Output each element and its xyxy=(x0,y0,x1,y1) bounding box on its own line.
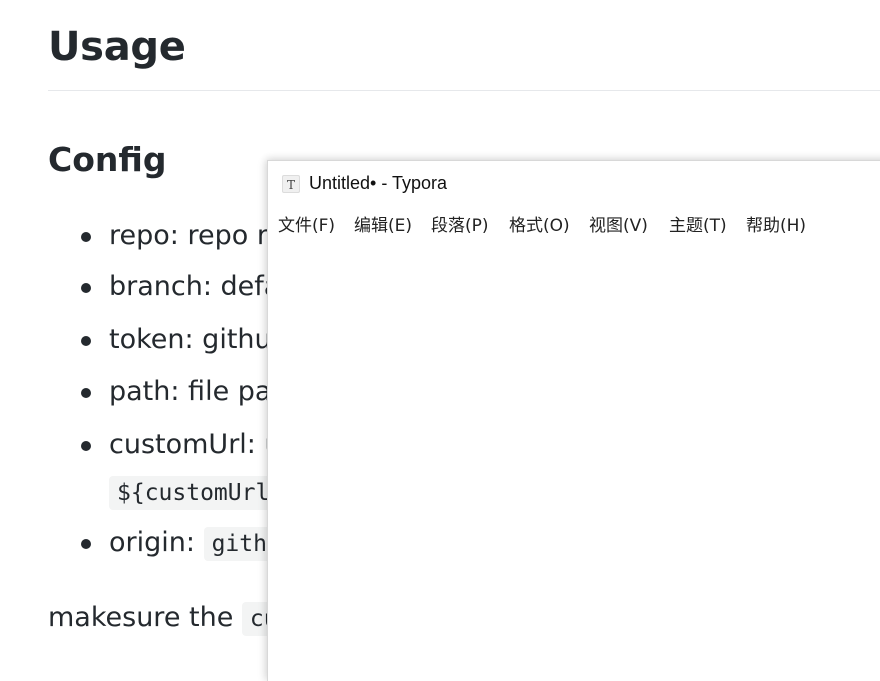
list-item-branch: branch: defa xyxy=(109,271,281,302)
background-document: Usage Config repo: repo n branch: defa t… xyxy=(48,24,880,636)
typora-app-icon[interactable]: T xyxy=(282,175,300,193)
menu-file[interactable]: 文件(F) xyxy=(278,216,336,236)
list-item-origin: origin: gith xyxy=(109,527,275,561)
inline-code: gith xyxy=(203,527,275,561)
heading-divider xyxy=(48,90,880,91)
makesure-paragraph: makesure the cu xyxy=(48,602,286,636)
menu-bar: 文件(F) 编辑(E) 段落(P) 格式(O) 视图(V) 主题(T) 帮助(H… xyxy=(268,207,880,237)
config-heading: Config xyxy=(48,140,167,179)
list-bullet xyxy=(81,441,91,451)
window-title: Untitled• - Typora xyxy=(309,173,448,193)
typora-window[interactable]: T Untitled• - Typora 文件(F) 编辑(E) 段落(P) 格… xyxy=(267,160,880,681)
list-item-token: token: githu xyxy=(109,324,272,355)
paragraph-text: makesure the xyxy=(48,602,242,633)
list-item-repo: repo: repo n xyxy=(109,220,274,251)
list-item-path: path: file pat xyxy=(109,376,283,407)
list-item-origin-label: origin: xyxy=(109,527,204,558)
list-item-customurl: customUrl: u xyxy=(109,429,282,460)
menu-format[interactable]: 格式(O) xyxy=(509,216,570,236)
title-bar[interactable]: T Untitled• - Typora xyxy=(268,161,880,205)
editor-area[interactable] xyxy=(268,239,880,679)
list-item-customurl-code: ${customUrl xyxy=(109,476,278,510)
list-bullet xyxy=(81,336,91,346)
menu-view[interactable]: 视图(V) xyxy=(589,216,648,236)
menu-theme[interactable]: 主题(T) xyxy=(669,216,727,236)
menu-edit[interactable]: 编辑(E) xyxy=(354,216,413,236)
inline-code: ${customUrl xyxy=(109,476,278,510)
list-bullet xyxy=(81,232,91,242)
menu-help[interactable]: 帮助(H) xyxy=(746,216,807,236)
menu-paragraph[interactable]: 段落(P) xyxy=(431,216,489,236)
usage-heading: Usage xyxy=(48,24,186,70)
list-bullet xyxy=(81,539,91,549)
list-bullet xyxy=(81,388,91,398)
list-bullet xyxy=(81,283,91,293)
